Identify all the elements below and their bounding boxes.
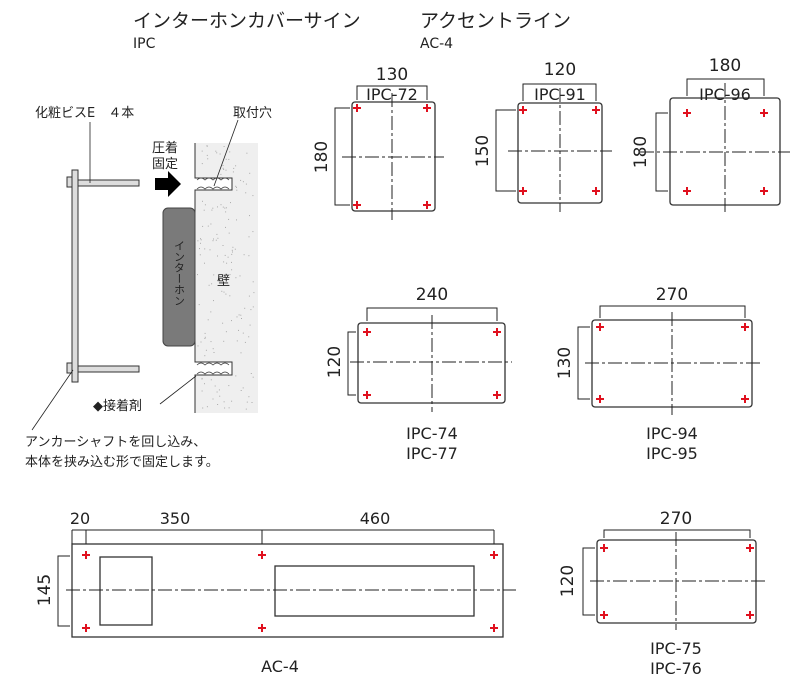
intercom (162, 207, 196, 347)
adhesive-label: ◆接着剤 (93, 398, 142, 414)
height-dimension-line (655, 112, 668, 192)
adhesive-top (196, 177, 230, 190)
mount-hole-mark (353, 104, 361, 112)
anchor-shaft-top (77, 179, 140, 187)
mount-hole-mark (746, 611, 754, 619)
height-dimension-line (347, 331, 356, 396)
ipc75-model-label-2: IPC-76 (650, 659, 702, 678)
screw-label: 化粧ビスE ４本 (35, 106, 134, 121)
press-label-2: 固定 (152, 157, 178, 172)
mount-hole-mark (258, 624, 266, 632)
ac4-dim-1: 20 (70, 509, 90, 528)
mount-hole-mark (683, 187, 691, 195)
press-arrow-icon (155, 171, 181, 197)
mount-hole-mark (363, 391, 371, 399)
height-dimension-line (495, 109, 516, 192)
mount-hole-mark (258, 551, 266, 559)
ac4-dim-3: 460 (360, 509, 391, 528)
width-dimension-line (603, 529, 751, 538)
mount-hole-mark (519, 106, 527, 114)
screw-head-top (66, 176, 73, 188)
mount-hole-mark (519, 187, 527, 195)
mount-hole-mark (746, 544, 754, 552)
width-dimension-line (599, 305, 746, 318)
width-dimension-line (522, 83, 597, 101)
mount-hole-mark (82, 551, 90, 559)
mount-hole-mark (493, 328, 501, 336)
ipc94-width-label: 270 (656, 285, 688, 305)
mount-hole-mark (741, 395, 749, 403)
mount-hole-mark (490, 551, 498, 559)
mount-hole-mark (363, 328, 371, 336)
height-dimension-line (334, 107, 350, 206)
ipc74-width-label: 240 (416, 285, 448, 305)
ac4-height-label: 145 (35, 574, 55, 606)
anchor-shaft-bottom (77, 365, 140, 373)
mount-hole-mark (600, 544, 608, 552)
ipc75-model-label: IPC-75 (650, 639, 702, 658)
ipc74-model-label: IPC-74 (406, 424, 458, 443)
ac4-dim-2: 350 (160, 509, 191, 528)
ipc96-height-label: 180 (631, 136, 651, 168)
ipc94-height-label: 130 (555, 347, 575, 379)
height-dimension-line (582, 547, 595, 616)
mount-hole-mark (596, 323, 604, 331)
wall-label: 壁 (217, 274, 230, 289)
ac4-model-label: AC-4 (261, 657, 299, 676)
mount-hole-mark (760, 109, 768, 117)
ac4-small-window (99, 556, 153, 626)
title-accent-line: アクセントライン (420, 10, 571, 32)
installation-illustration: インターホン 壁 化粧ビスE ４本 取付穴 圧着 固定 ◆接着剤 アンカーシャフ… (25, 106, 272, 470)
cover-plate (71, 169, 79, 383)
adhesive-bottom (196, 362, 230, 375)
mount-hole-mark (592, 187, 600, 195)
ipc96-width-label: 180 (709, 56, 741, 76)
ipc94-model-label-2: IPC-95 (646, 444, 698, 463)
ipc91-width-label: 120 (544, 60, 576, 80)
title-intercom-cover-sign: インターホンカバーサイン (133, 10, 361, 32)
code-ipc: IPC (133, 36, 156, 52)
width-dimension-line (686, 78, 765, 96)
width-dimension-line (366, 307, 498, 321)
ac4-large-window (274, 565, 475, 617)
mount-hole-mark (490, 624, 498, 632)
ipc91-model-label: IPC-91 (534, 85, 586, 104)
ipc72-width-label: 130 (376, 65, 408, 85)
code-ac4: AC-4 (420, 36, 453, 52)
mount-hole-mark (683, 109, 691, 117)
mount-hole-mark (353, 201, 361, 209)
ipc72-model-label: IPC-72 (366, 85, 418, 104)
ac4-width-dimension-line (71, 529, 495, 544)
ipc75-height-label: 120 (558, 565, 578, 597)
press-label-1: 圧着 (152, 140, 178, 156)
ipc75-width-label: 270 (660, 509, 692, 529)
ipc91-height-label: 150 (473, 135, 493, 167)
mount-hole-mark (592, 106, 600, 114)
ipc74-height-label: 120 (325, 346, 345, 378)
intercom-label: インターホン (173, 240, 186, 306)
mount-hole-mark (423, 201, 431, 209)
mount-hole-mark (82, 624, 90, 632)
wall (195, 143, 258, 413)
note-line-1: アンカーシャフトを回し込み、 (25, 435, 206, 450)
ipc74-model-label-2: IPC-77 (406, 444, 458, 463)
height-dimension-line (577, 326, 590, 400)
mount-hole-mark (423, 104, 431, 112)
mount-hole-mark (760, 187, 768, 195)
width-dimension-line (356, 85, 428, 100)
hole-label: 取付穴 (233, 106, 272, 121)
ac4-height-dimension-line (57, 555, 70, 627)
ipc96-model-label: IPC-96 (699, 85, 751, 104)
ipc94-model-label: IPC-94 (646, 424, 698, 443)
mount-hole-mark (596, 395, 604, 403)
mount-hole-mark (600, 611, 608, 619)
mount-hole-mark (493, 391, 501, 399)
ipc72-height-label: 180 (312, 141, 332, 173)
note-line-2: 本体を挟み込む形で固定します。 (25, 455, 219, 470)
screw-head-bottom (66, 362, 73, 374)
mount-hole-mark (741, 323, 749, 331)
